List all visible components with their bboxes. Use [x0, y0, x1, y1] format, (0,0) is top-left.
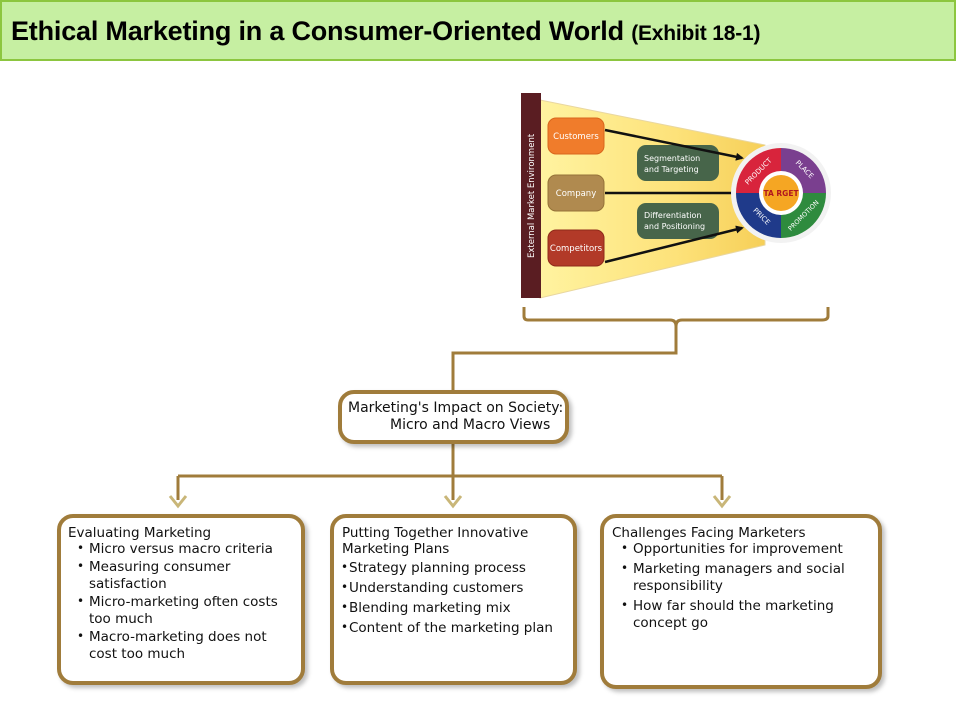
differentiation-label: Differentiation and Positioning: [644, 211, 705, 231]
customers-arrow: [604, 128, 744, 161]
list-item: How far should the marketing concept go: [612, 597, 874, 632]
marketing-plans-box: Putting Together Innovative Marketing Pl…: [330, 514, 577, 685]
plans-heading-line-2: Marketing Plans: [342, 541, 450, 557]
list-item: Measuring consumer satisfaction: [68, 558, 297, 593]
customers-box: [547, 117, 605, 155]
challenges-list: Opportunities for improvement Marketing …: [612, 540, 874, 632]
customers-label: Customers: [553, 132, 599, 142]
title-bar: Ethical Marketing in a Consumer-Oriented…: [0, 0, 956, 61]
list-item: Micro-marketing often costs too much: [68, 593, 297, 628]
impact-box: Marketing's Impact on Society: Micro and…: [338, 390, 569, 444]
list-item: Marketing managers and social responsibi…: [612, 560, 874, 595]
list-item: Understanding customers: [341, 579, 573, 597]
competitors-box: [547, 229, 605, 267]
title-exhibit: (Exhibit 18-1): [631, 22, 761, 45]
plans-heading-line-1: Putting Together Innovative: [342, 525, 529, 541]
list-item: Micro versus macro criteria: [68, 540, 297, 558]
evaluating-list: Micro versus macro criteria Measuring co…: [68, 540, 297, 663]
list-item: Blending marketing mix: [341, 599, 573, 617]
differentiation-box: [637, 203, 719, 239]
arrow-head-center: [443, 495, 463, 509]
challenges-heading: Challenges Facing Marketers: [612, 525, 806, 541]
target-label: TA RGET: [763, 189, 799, 198]
plans-list: Strategy planning process Understanding …: [341, 559, 573, 637]
challenges-box: Challenges Facing Marketers Opportunitie…: [600, 514, 882, 689]
segmentation-line-1: Segmentation: [644, 154, 700, 163]
external-environment-label: External Market Environment: [527, 133, 537, 258]
differentiation-line-1: Differentiation: [644, 211, 702, 220]
segmentation-label: Segmentation and Targeting: [644, 154, 703, 174]
impact-to-branches-connector: [176, 444, 724, 500]
top-bracket: [522, 307, 830, 327]
strategy-funnel-graphic: External Market Environment Customers Co…: [521, 93, 831, 299]
marketing-mix-wheel: TA RGET PRODUCT PLACE PROMOTION PRICE: [731, 143, 831, 243]
company-label: Company: [556, 189, 596, 199]
list-item: Macro-marketing does not cost too much: [68, 628, 297, 663]
arrow-head-left: [168, 495, 188, 509]
list-item: Strategy planning process: [341, 559, 573, 577]
title-main: Ethical Marketing in a Consumer-Oriented…: [11, 16, 632, 46]
segmentation-line-2: and Targeting: [644, 165, 699, 174]
impact-line-1: Marketing's Impact on Society:: [348, 400, 564, 416]
impact-line-2: Micro and Macro Views: [390, 417, 551, 433]
segmentation-box: [637, 145, 719, 181]
bracket-to-impact-connector: [451, 326, 678, 390]
list-item: Opportunities for improvement: [612, 540, 874, 558]
target-center: [763, 175, 799, 211]
differentiation-line-2: and Positioning: [644, 222, 705, 231]
evaluating-marketing-box: Evaluating Marketing Micro versus macro …: [57, 514, 305, 685]
page-title: Ethical Marketing in a Consumer-Oriented…: [11, 16, 760, 47]
external-environment-bar: [521, 93, 541, 298]
arrow-head-right: [712, 495, 732, 509]
list-item: Content of the marketing plan: [341, 619, 573, 637]
evaluating-heading: Evaluating Marketing: [68, 525, 212, 541]
competitors-label: Competitors: [550, 244, 603, 254]
competitors-arrow: [604, 225, 744, 264]
company-box: [547, 174, 605, 212]
